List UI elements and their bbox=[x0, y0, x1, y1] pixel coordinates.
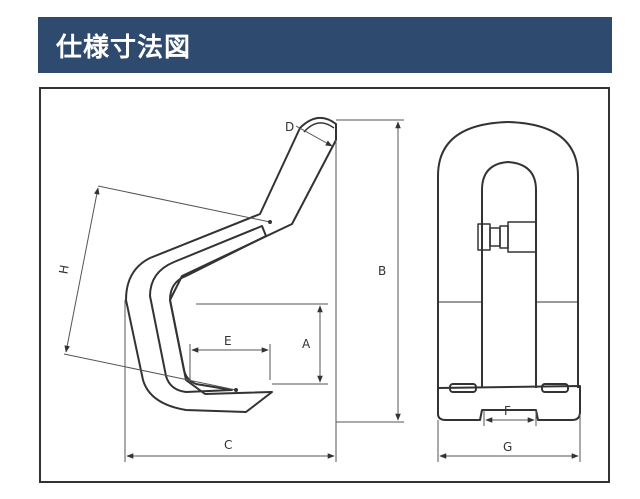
hook-side-view bbox=[125, 117, 337, 413]
dimension-label-e: E bbox=[224, 334, 232, 348]
title-bar: 仕様寸法図 bbox=[38, 17, 612, 73]
dimension-label-f: F bbox=[504, 404, 511, 418]
dimension-label-h: H bbox=[56, 264, 71, 275]
dimension-label-a: A bbox=[302, 337, 311, 351]
dimension-label-g: G bbox=[503, 440, 512, 454]
drawing-frame bbox=[39, 87, 610, 483]
page-title: 仕様寸法図 bbox=[56, 32, 192, 63]
shackle-front-view bbox=[437, 121, 581, 421]
dimension-label-d: D bbox=[285, 120, 294, 134]
dimension-label-c: C bbox=[224, 438, 232, 452]
dimension-label-b: B bbox=[378, 264, 386, 278]
